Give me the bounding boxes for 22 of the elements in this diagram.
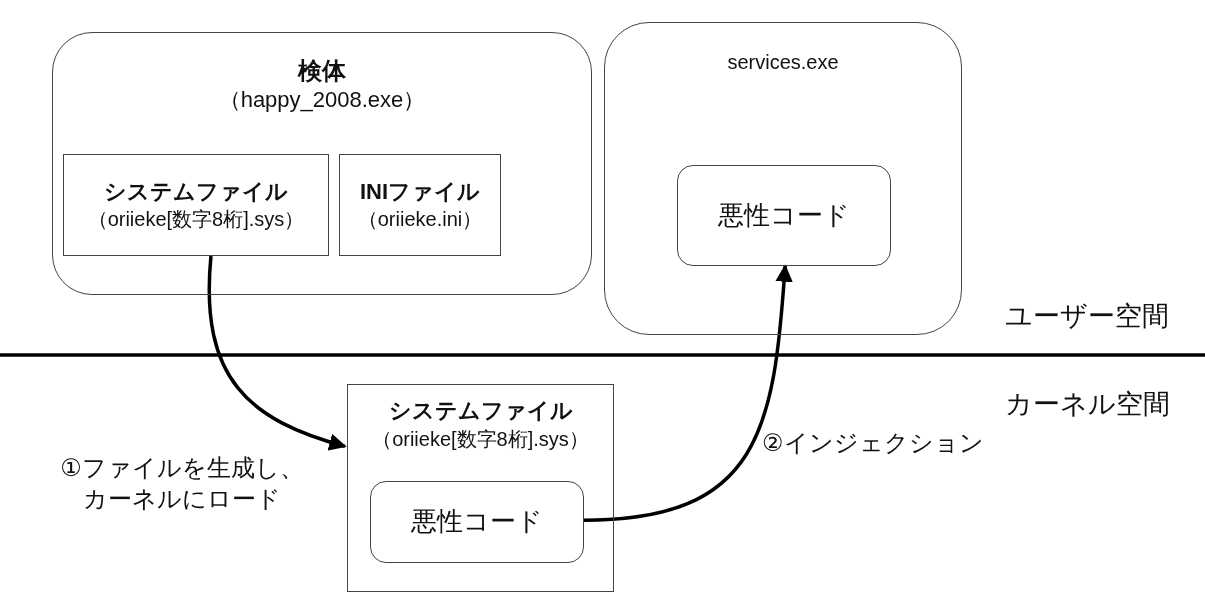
box-title: 検体 xyxy=(298,56,346,86)
file-box xyxy=(347,384,614,592)
box-subtitle: （oriieke.ini） xyxy=(357,207,483,233)
box-title: services.exe xyxy=(727,50,839,75)
region-label: ユーザー空間 xyxy=(1005,300,1169,333)
box-subtitle: （happy_2008.exe） xyxy=(218,86,426,115)
box-subtitle: （oriieke[数字8桁].sys） xyxy=(372,426,589,452)
file-box xyxy=(63,154,329,256)
box-title: システムファイル xyxy=(104,177,288,206)
process-box xyxy=(52,32,592,295)
box-title: システムファイル xyxy=(388,397,573,425)
box-subtitle: （oriieke[数字8桁].sys） xyxy=(87,207,305,233)
box-title: 悪性コード xyxy=(718,198,850,232)
arrow xyxy=(207,255,347,451)
code-box xyxy=(677,165,891,266)
region-label: カーネル空間 xyxy=(1005,388,1170,421)
code-box xyxy=(370,481,584,563)
file-box xyxy=(339,154,501,256)
box-title: 悪性コード xyxy=(411,505,543,539)
arrow xyxy=(583,264,793,522)
box-title: INIファイル xyxy=(359,177,481,206)
process-box xyxy=(604,22,962,335)
